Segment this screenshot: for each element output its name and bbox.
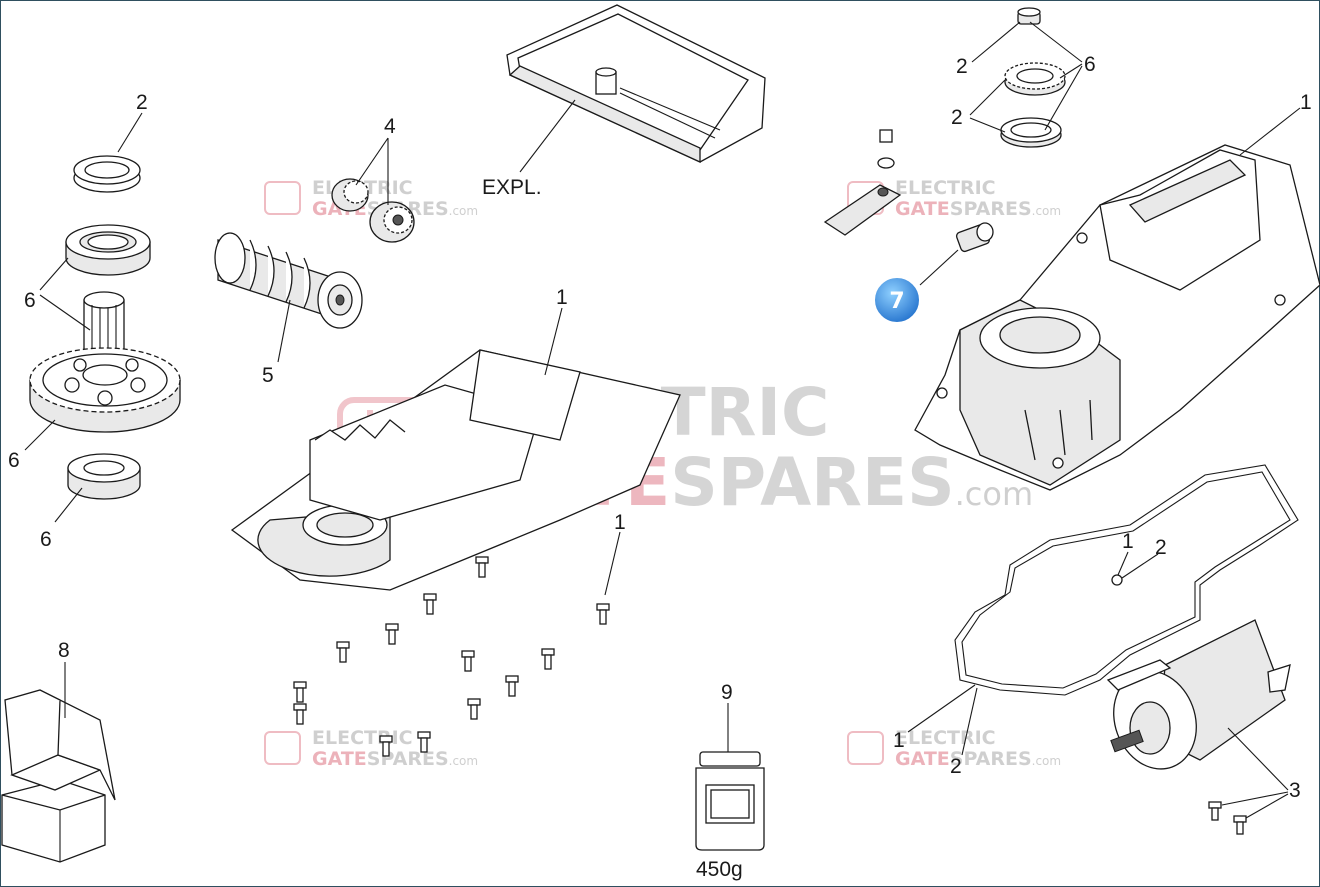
watermark-small-bottomright: ELECTRIC GATESPARES.com [847, 727, 1061, 770]
label-9-grease: 9 [721, 681, 733, 704]
cap-top-right [1017, 7, 1041, 25]
label-2-seal-right: 2 [951, 106, 963, 129]
label-1-gasket: 1 [1122, 530, 1134, 553]
grease-jar [695, 751, 765, 851]
label-6-bearing: 6 [24, 289, 36, 312]
small-gears-pair [331, 178, 415, 243]
label-2-cap: 2 [956, 55, 968, 78]
svg-text:GATESPARES.com: GATESPARES.com [895, 198, 1061, 220]
watermark-suffix: .com [955, 475, 1034, 513]
upper-cover-tray [506, 4, 766, 164]
highlight-badge-7[interactable]: 7 [873, 276, 921, 324]
vent-plug [955, 222, 994, 253]
label-6-lower: 6 [40, 528, 52, 551]
leader-lines [24, 21, 1301, 819]
housing-gasket [954, 464, 1299, 696]
watermark-small-bottomleft: ELECTRIC GATESPARES.com [264, 727, 478, 770]
label-grease-weight: 450g [696, 858, 743, 881]
label-2-gasket-lower: 2 [950, 755, 962, 778]
label-1-screw: 1 [614, 511, 626, 534]
cardboard-box [1, 689, 116, 863]
bearing-lower [67, 453, 141, 500]
svg-text:GATESPARES.com: GATESPARES.com [895, 748, 1061, 770]
svg-text:ELECTRIC: ELECTRIC [895, 727, 996, 749]
release-key-bracket [823, 129, 902, 236]
seal-top-right [1000, 117, 1062, 148]
badge-7-label: 7 [889, 289, 904, 314]
screws-group [293, 556, 1247, 835]
label-4: 4 [384, 115, 396, 138]
spur-gear [29, 347, 181, 433]
label-1-base: 1 [556, 286, 568, 309]
svg-text:ELECTRIC: ELECTRIC [895, 177, 996, 199]
gearbox-housing [914, 144, 1320, 491]
label-1-gasket-lower: 1 [893, 729, 905, 752]
worm-shaft [214, 232, 363, 329]
label-2-seal: 2 [136, 91, 148, 114]
seal-ring-top [73, 155, 141, 193]
label-1-housing: 1 [1300, 91, 1312, 114]
label-6-top-right: 6 [1084, 53, 1096, 76]
label-5: 5 [262, 364, 274, 387]
watermark-small-topright: ELECTRIC GATESPARES.com [847, 177, 1061, 220]
base-plate [230, 349, 681, 591]
label-expl: EXPL. [482, 176, 542, 199]
bearing-top-right [1004, 62, 1066, 96]
svg-text:ELECTRIC: ELECTRIC [312, 727, 413, 749]
label-6-gear: 6 [8, 449, 20, 472]
part-labels: 2 6 6 6 4 5 EXPL. 1 1 2 6 2 1 1 2 1 2 3 … [8, 53, 1312, 881]
watermark-spares: SPARES [670, 444, 954, 521]
drive-motor [1106, 619, 1291, 770]
label-8-box: 8 [58, 639, 70, 662]
label-3-motor: 3 [1289, 779, 1301, 802]
svg-text:GATESPARES.com: GATESPARES.com [312, 748, 478, 770]
label-2-gasket: 2 [1155, 536, 1167, 559]
bearing-upper [65, 224, 151, 276]
